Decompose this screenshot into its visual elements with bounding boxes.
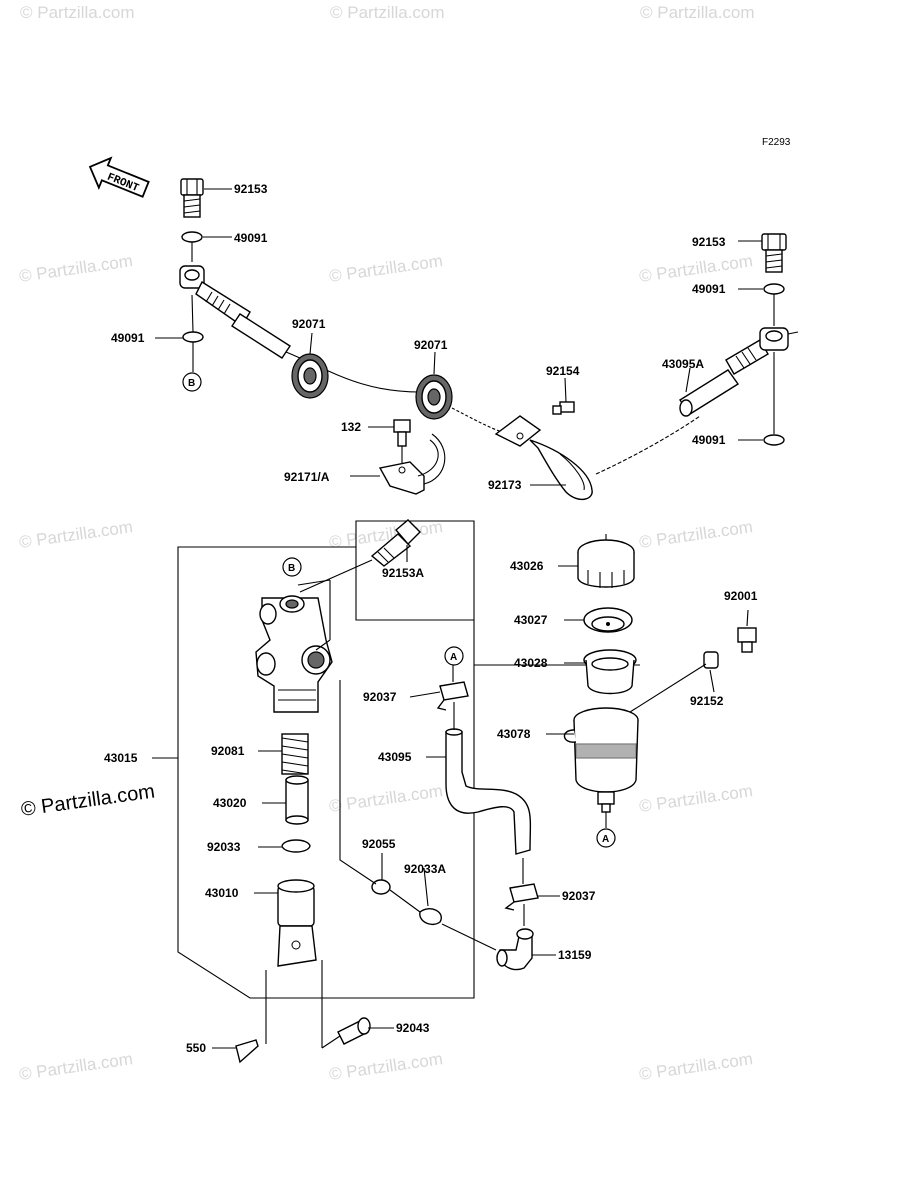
part-label: 92033 xyxy=(207,840,241,854)
part-label: 92081 xyxy=(211,744,245,758)
watermark: © Partzilla.com xyxy=(20,3,135,22)
left-brake-hose xyxy=(179,265,421,393)
hose-fitting-13159 xyxy=(496,928,534,971)
reservoir-43078 xyxy=(563,707,639,813)
watermark-main: © Partzilla.com xyxy=(20,780,157,821)
front-arrow-icon: FRONT xyxy=(88,156,150,198)
watermark: © Partzilla.com xyxy=(18,517,134,552)
watermark: © Partzilla.com xyxy=(638,781,754,816)
screw-92001 xyxy=(737,627,757,653)
right-brake-hose xyxy=(678,327,799,417)
piston-43020 xyxy=(285,775,309,825)
svg-text:B: B xyxy=(188,378,195,389)
circlip-92033a xyxy=(419,908,442,926)
part-label: 49091 xyxy=(234,231,268,245)
svg-text:A: A xyxy=(450,652,457,663)
watermark: © Partzilla.com xyxy=(328,251,444,286)
part-label: 49091 xyxy=(692,433,726,447)
watermark: © Partzilla.com xyxy=(18,1049,134,1084)
clamp-92037-bottom xyxy=(504,883,539,911)
reservoir-cap-43026 xyxy=(577,539,635,588)
ref-marker-b-lower: B xyxy=(282,557,302,577)
bolt-132 xyxy=(393,419,411,447)
hose-clamp-92171a xyxy=(378,433,446,495)
part-label: 92153A xyxy=(382,566,424,580)
part-label: 43020 xyxy=(213,796,247,810)
part-label: 92153 xyxy=(692,235,726,249)
o-ring-92055 xyxy=(371,879,391,895)
washer-49091-top xyxy=(181,231,203,243)
diaphragm-plate-43027 xyxy=(583,607,633,633)
watermark: © Partzilla.com xyxy=(328,781,444,816)
part-label: 92037 xyxy=(562,889,596,903)
part-label: 92154 xyxy=(546,364,580,378)
part-label: 43010 xyxy=(205,886,239,900)
part-label: 43027 xyxy=(514,613,548,627)
part-label: 92071 xyxy=(292,317,326,331)
nut-92152 xyxy=(703,651,719,669)
reservoir-hose-43095 xyxy=(445,728,532,855)
part-label: 92055 xyxy=(362,837,396,851)
clamp-92037-top xyxy=(436,681,469,711)
part-label: 92173 xyxy=(488,478,522,492)
diaphragm-43028 xyxy=(583,649,637,695)
part-label: 92153 xyxy=(234,182,268,196)
circlip-92033 xyxy=(281,839,311,853)
part-label: 92001 xyxy=(724,589,758,603)
push-rod-43010 xyxy=(277,879,317,967)
part-label: 13159 xyxy=(558,948,592,962)
master-cylinder-body xyxy=(255,595,333,713)
part-label: 132 xyxy=(341,420,361,434)
part-label: 43015 xyxy=(104,751,138,765)
watermark: © Partzilla.com xyxy=(638,517,754,552)
part-label: 43078 xyxy=(497,727,531,741)
grommet-92071-left xyxy=(291,353,329,399)
watermark: © Partzilla.com xyxy=(328,1049,444,1084)
svg-text:A: A xyxy=(602,834,609,845)
part-label: 49091 xyxy=(111,331,145,345)
washer-49091-right-bot xyxy=(763,434,785,446)
svg-text:B: B xyxy=(288,563,295,574)
figure-code: F2293 xyxy=(762,137,791,148)
bolt-92154 xyxy=(552,401,575,415)
hose-guide-92173 xyxy=(494,415,593,500)
grommet-92071-mid xyxy=(415,374,453,420)
washer-49091-right-top xyxy=(763,283,785,295)
cotter-pin-550 xyxy=(235,1039,259,1064)
part-label: 550 xyxy=(186,1041,206,1055)
right-banjo-bolt xyxy=(761,233,787,273)
watermark: © Partzilla.com xyxy=(638,251,754,286)
part-label: 43026 xyxy=(510,559,544,573)
part-label: 92033A xyxy=(404,862,446,876)
banjo-bolt-92153a xyxy=(370,519,421,567)
watermark: © Partzilla.com xyxy=(640,3,755,22)
part-label: 92037 xyxy=(363,690,397,704)
ref-marker-a-top: A xyxy=(444,646,464,666)
ref-marker-a-lower: A xyxy=(596,828,616,848)
part-label: 92043 xyxy=(396,1021,430,1035)
part-labels: 92153 49091 49091 92071 92071 132 92171/… xyxy=(104,182,758,1055)
part-label: 49091 xyxy=(692,282,726,296)
spring-92081 xyxy=(281,733,309,775)
watermark: © Partzilla.com xyxy=(330,3,445,22)
part-label: 43095 xyxy=(378,750,412,764)
part-label: 92152 xyxy=(690,694,724,708)
pin-92043 xyxy=(337,1017,371,1045)
top-left-banjo-bolt xyxy=(180,178,204,218)
ref-marker-b-top: B xyxy=(182,372,202,392)
watermark: © Partzilla.com xyxy=(638,1049,754,1084)
part-label: 92171/A xyxy=(284,470,330,484)
part-label: 43028 xyxy=(514,656,548,670)
part-label: 92071 xyxy=(414,338,448,352)
part-label: 43095A xyxy=(662,357,704,371)
watermark: © Partzilla.com xyxy=(18,251,134,286)
washer-49091-left xyxy=(182,331,204,343)
